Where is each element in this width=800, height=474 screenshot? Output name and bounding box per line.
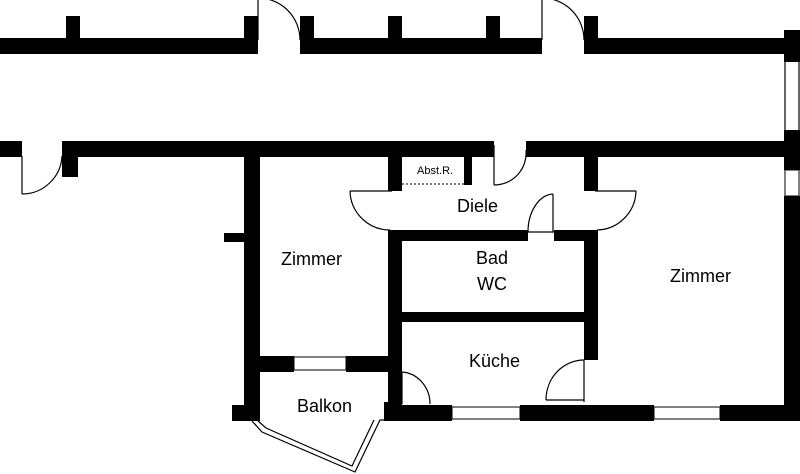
balkon-outline bbox=[251, 419, 384, 473]
corridor-bottom-door-left bbox=[21, 155, 63, 195]
corridor-bottom-wall bbox=[0, 130, 800, 177]
corridor-top-door-1 bbox=[257, 0, 301, 41]
label-abstellraum: Abst.R. bbox=[417, 165, 453, 177]
kueche-balkon-door bbox=[401, 371, 431, 405]
label-zimmer-right: Zimmer bbox=[670, 266, 731, 286]
diele-door-right bbox=[595, 190, 637, 231]
windows bbox=[293, 169, 800, 420]
corridor-top-wall bbox=[0, 16, 800, 62]
diele-door-left bbox=[349, 190, 392, 231]
right-edge-window bbox=[784, 62, 800, 130]
entrance-door bbox=[493, 145, 527, 186]
label-bad: Bad bbox=[476, 248, 508, 268]
label-wc: WC bbox=[477, 274, 507, 294]
label-diele: Diele bbox=[457, 196, 498, 216]
label-balkon: Balkon bbox=[297, 396, 352, 416]
apartment-walls bbox=[224, 155, 800, 421]
label-zimmer-left: Zimmer bbox=[281, 249, 342, 269]
corridor-top-door-2 bbox=[541, 0, 585, 41]
label-kueche: Küche bbox=[469, 351, 520, 371]
bad-door bbox=[527, 193, 554, 233]
kueche-zimmer-door bbox=[545, 359, 585, 402]
